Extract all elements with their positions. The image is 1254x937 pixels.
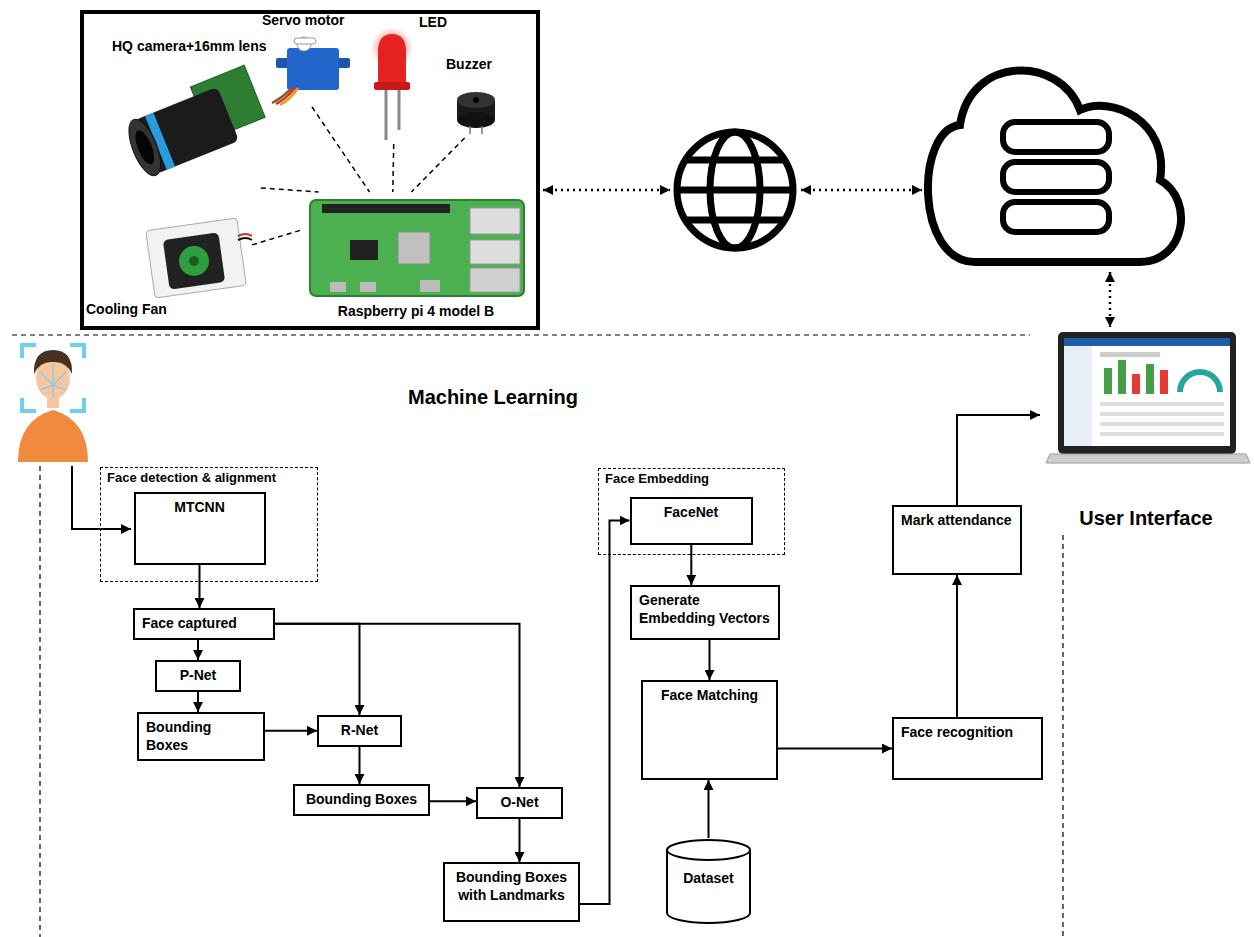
flow-arrow [519, 819, 521, 863]
servo-picture [272, 37, 350, 105]
part-label: Cooling Fan [86, 301, 167, 318]
flow-arrow [359, 747, 361, 785]
flow-arrow [709, 640, 711, 680]
raspberry-pi-picture [310, 200, 524, 296]
flow-arrow [265, 730, 317, 732]
network-link [543, 190, 1110, 327]
group-heading: Face detection & alignment [107, 470, 311, 486]
process-box: Bounding Boxes with Landmarks [443, 862, 580, 922]
node-label: MTCNN [143, 499, 257, 517]
process-box: P-Net [155, 660, 241, 692]
flow-arrow [957, 415, 1040, 505]
dashed-wire [392, 144, 394, 192]
group-box: Face detection & alignmentMTCNN [100, 467, 318, 582]
group-box: Face EmbeddingFaceNet [598, 468, 785, 555]
node-label: Mark attendance [901, 512, 1013, 530]
part-label: HQ camera+16mm lens [112, 38, 266, 55]
cloud-server [928, 70, 1181, 262]
led-part: LED [365, 14, 447, 144]
node-label: Face recognition [901, 724, 1034, 742]
process-box: FaceNet [630, 497, 753, 545]
node-label: R-Net [326, 722, 393, 740]
camera-part: HQ camera+16mm lens [112, 38, 287, 188]
flow-arrow [275, 624, 520, 787]
flow-arrow [199, 565, 201, 609]
region-outline [12, 335, 1063, 937]
process-box: Face Matching [641, 680, 778, 780]
process-box: MTCNN [134, 492, 266, 565]
node-label: Bounding Boxes [302, 791, 421, 809]
group-heading: Face Embedding [605, 471, 778, 487]
camera-picture [119, 65, 270, 180]
flow-arrow [197, 692, 199, 713]
process-box: Mark attendance [892, 505, 1022, 575]
part-label: Buzzer [446, 56, 492, 73]
dashed-wire [411, 138, 464, 192]
user-interface: User Interface [1040, 330, 1252, 530]
fan-picture [146, 218, 252, 298]
hardware-panel [82, 12, 538, 328]
dashed-wire [251, 230, 300, 245]
part-label: Servo motor [262, 12, 344, 29]
process-box: Face captured [133, 608, 275, 640]
node-label: User Interface [1079, 506, 1212, 530]
flow-arrow [580, 521, 630, 905]
buzzer-part: Buzzer [446, 56, 508, 138]
flow-arrow [197, 640, 199, 661]
dashed-wire [312, 107, 370, 192]
ml-region: Machine LearningFace detection & alignme… [40, 335, 1063, 937]
part-label: Raspberry pi 4 model B [338, 303, 494, 320]
process-box: Bounding Boxes [137, 712, 265, 761]
node-label: O-Net [485, 794, 554, 812]
node-label: Bounding Boxes [146, 719, 256, 754]
database-cylinder: Dataset [665, 838, 752, 925]
process-box: Generate Embedding Vectors [630, 585, 780, 640]
dashed-wire [261, 188, 319, 192]
flow-arrow [275, 624, 360, 715]
internet-globe [677, 132, 793, 248]
node-label: Bounding Boxes with Landmarks [452, 869, 571, 904]
led-picture [371, 27, 413, 140]
fan-part: Cooling Fan [86, 214, 251, 318]
process-box: Face recognition [892, 717, 1043, 780]
process-box: Bounding Boxes [293, 784, 430, 816]
group-heading: Machine Learning [408, 385, 578, 409]
node-label: Face Matching [650, 687, 769, 705]
face-icon [10, 338, 98, 464]
node-label: Generate Embedding Vectors [639, 592, 771, 627]
node-label: P-Net [164, 667, 232, 685]
node-label: Dataset [665, 870, 752, 888]
buzzer-picture [457, 92, 495, 134]
flow-arrow [708, 780, 710, 838]
laptop-picture [1046, 332, 1250, 463]
flow-arrow [956, 575, 958, 717]
flow-arrow [778, 748, 892, 750]
node-label: FaceNet [639, 504, 744, 522]
flow-arrow [690, 545, 692, 586]
process-box: O-Net [476, 787, 563, 819]
node-label: Face captured [142, 615, 266, 633]
part-label: LED [419, 14, 447, 31]
board-part: Raspberry pi 4 model B [300, 192, 532, 320]
process-box: R-Net [317, 715, 402, 747]
servo-part: Servo motor [262, 12, 362, 107]
flow-arrow [430, 800, 476, 802]
